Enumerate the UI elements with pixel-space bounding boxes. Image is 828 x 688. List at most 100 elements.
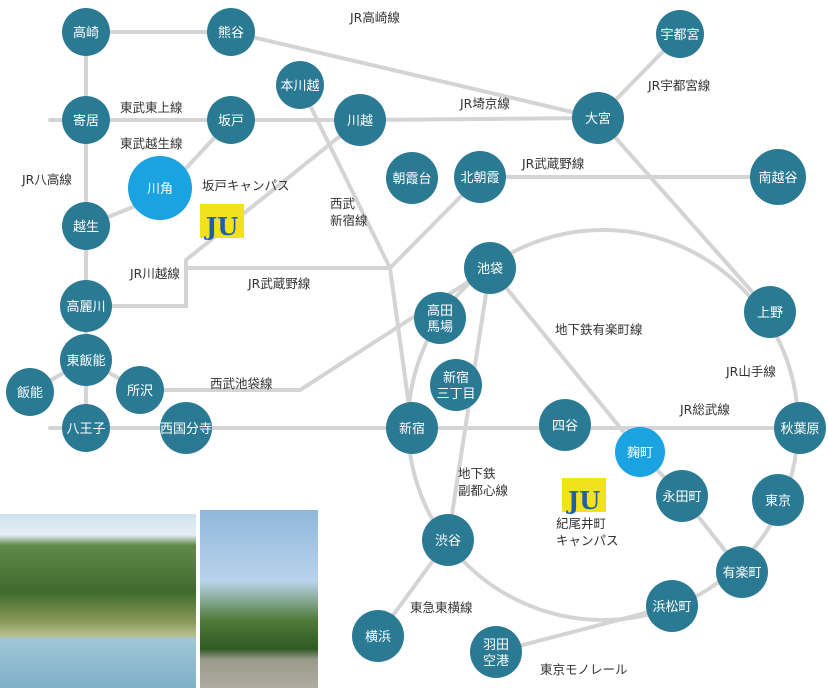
station-nagatacho: 永田町	[656, 470, 708, 522]
station-marker	[62, 404, 110, 452]
josai-logo-icon: JU	[562, 478, 606, 515]
station-label: 横浜	[365, 630, 391, 645]
station-ikebukuro: 池袋	[464, 242, 516, 294]
line-label-jr-yamanote: JR山手線	[725, 364, 776, 379]
station-marker	[386, 402, 438, 454]
station-label: 羽田空港	[483, 638, 509, 669]
station-marker	[646, 580, 698, 632]
station-shinjukusanchome: 新宿三丁目	[430, 359, 482, 411]
station-label: 飯能	[17, 386, 43, 401]
line-label-jr-sobu: JR総武線	[679, 402, 730, 417]
station-label: 高崎	[73, 25, 99, 41]
line-label-fukutoshin: 地下鉄副都心線	[458, 466, 509, 498]
station-yokohama: 横浜	[352, 610, 404, 662]
station-shibuya: 渋谷	[422, 514, 474, 566]
station-label: 麹町	[627, 445, 653, 461]
station-label: 宇都宮	[660, 27, 699, 43]
station-marker	[470, 626, 522, 678]
station-marker	[572, 92, 624, 144]
station-yotsuya: 四谷	[539, 399, 591, 451]
station-hamamatsucho: 浜松町	[646, 580, 698, 632]
tower-campus-photo	[200, 510, 318, 688]
station-komagawa: 高麗川	[60, 280, 112, 332]
station-label: 上野	[757, 306, 783, 321]
line-label-tokyu-toyoko: 東急東横線	[410, 600, 473, 615]
station-marker	[774, 402, 826, 454]
station-marker	[750, 149, 806, 205]
station-hanno: 飯能	[6, 368, 54, 416]
station-marker	[539, 399, 591, 451]
line-label-jr-saikyo: JR埼京線	[459, 96, 510, 111]
station-label: 川角	[147, 182, 173, 197]
station-marker	[656, 470, 708, 522]
station-label: 北朝霞	[460, 171, 499, 186]
station-label: 浜松町	[652, 600, 691, 615]
station-motokawagoe: 本川越	[276, 61, 324, 109]
station-takadanobaba: 高田馬場	[414, 292, 466, 344]
station-marker	[716, 546, 768, 598]
station-marker	[744, 286, 796, 338]
station-label: 永田町	[662, 490, 701, 505]
line-label-jr-utsunomiya: JR宇都宮線	[647, 78, 711, 93]
station-tokorozawa: 所沢	[116, 366, 164, 414]
station-ogose: 越生	[62, 202, 110, 250]
line-label-tobu-ogose: 東武越生線	[120, 136, 183, 151]
station-takasaki: 高崎	[62, 8, 110, 56]
station-hachioji: 八王子	[62, 404, 110, 452]
station-label: 四谷	[552, 419, 578, 434]
line-label-seibu-ikebukuro: 西武池袋線	[210, 376, 273, 391]
station-marker	[207, 8, 255, 56]
station-label: 朝霞台	[392, 172, 431, 187]
station-nishikokubunji: 西国分寺	[160, 402, 212, 454]
station-marker	[656, 10, 704, 58]
station-kitaasaka: 北朝霞	[454, 151, 506, 203]
station-label: 高田馬場	[427, 303, 453, 335]
station-marker	[6, 368, 54, 416]
station-marker	[430, 359, 482, 411]
line-label-jr-hachiko: JR八高線	[21, 172, 72, 187]
river-campus-photo	[0, 514, 196, 688]
station-label: 寄居	[73, 113, 99, 129]
logo-mark: JU	[566, 486, 600, 515]
line-label-yurakucho-line: 地下鉄有楽町線	[555, 322, 643, 337]
station-marker	[116, 366, 164, 414]
station-label: 八王子	[66, 422, 105, 437]
station-label: 大宮	[585, 111, 611, 127]
station-haneda: 羽田空港	[470, 626, 522, 678]
line-label-tobu-tojo: 東武東上線	[120, 100, 183, 115]
stations-layer: 高崎熊谷宇都宮本川越川越大宮寄居坂戸川角朝霞台北朝霞南越谷越生池袋高麗川高田馬場…	[6, 8, 826, 678]
station-label: 本川越	[280, 79, 319, 94]
line-label-jr-kawagoe: JR川越線	[129, 266, 180, 281]
station-label: 西国分寺	[160, 422, 212, 437]
campus-label: 紀尾井町キャンパス	[556, 516, 619, 548]
station-marker	[752, 474, 804, 526]
line-label-jr-musashino-1: JR武蔵野線	[521, 156, 585, 171]
station-kojimachi: 麹町	[615, 427, 665, 477]
station-asakadai: 朝霞台	[386, 152, 438, 204]
station-kumagaya: 熊谷	[207, 8, 255, 56]
station-yorii: 寄居	[62, 96, 110, 144]
station-marker	[60, 280, 112, 332]
line-label-jr-musashino-2: JR武蔵野線	[247, 276, 311, 291]
station-marker	[128, 156, 192, 220]
station-ueno: 上野	[744, 286, 796, 338]
line-label-monorail: 東京モノレール	[540, 662, 628, 677]
station-shinjuku: 新宿	[386, 402, 438, 454]
station-kawagoe: 川越	[334, 94, 386, 146]
station-marker	[60, 334, 112, 386]
station-label: 新宿三丁目	[436, 370, 475, 402]
campus-label: 坂戸キャンパス	[202, 178, 290, 193]
station-marker	[62, 8, 110, 56]
station-yurakucho: 有楽町	[716, 546, 768, 598]
station-marker	[334, 94, 386, 146]
line-label-jr-takasaki: JR高崎線	[349, 10, 400, 25]
station-label: 東飯能	[66, 353, 105, 369]
station-marker	[422, 514, 474, 566]
station-omiya: 大宮	[572, 92, 624, 144]
station-label: 東京	[765, 493, 791, 509]
station-marker	[615, 427, 665, 477]
